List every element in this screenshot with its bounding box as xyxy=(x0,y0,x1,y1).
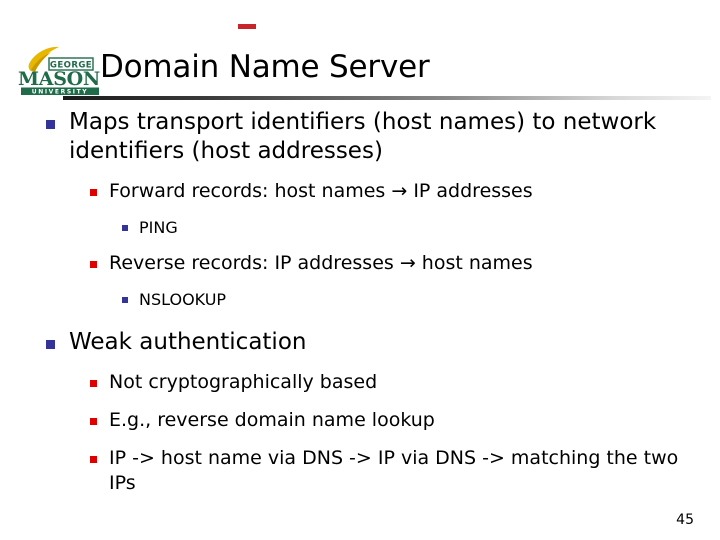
bullet-level3: PING xyxy=(0,217,720,238)
red-dash-accent xyxy=(238,24,256,29)
bullet-text: Forward records: host names → IP address… xyxy=(109,180,533,202)
bullet-square-icon xyxy=(90,418,97,425)
bullet-level2: Reverse records: IP addresses → host nam… xyxy=(0,251,720,276)
george-mason-university-logo: GEORGE MASON UNIVERSITY xyxy=(15,46,105,96)
svg-text:UNIVERSITY: UNIVERSITY xyxy=(32,88,88,95)
bullet-level3: NSLOOKUP xyxy=(0,289,720,310)
slide-title: Domain Name Server xyxy=(100,49,430,85)
bullet-square-icon xyxy=(90,261,97,268)
title-divider-rule xyxy=(63,96,711,100)
bullet-level2: IP -> host name via DNS -> IP via DNS ->… xyxy=(0,446,720,496)
bullet-level2: E.g., reverse domain name lookup xyxy=(0,408,720,433)
bullet-square-icon xyxy=(46,120,55,129)
bullet-text: Not cryptographically based xyxy=(109,371,378,393)
bullet-level1: Maps transport identifiers (host names) … xyxy=(0,108,720,166)
bullet-level2: Forward records: host names → IP address… xyxy=(0,179,720,204)
bullet-text: E.g., reverse domain name lookup xyxy=(109,409,435,431)
bullet-text: PING xyxy=(139,218,178,237)
slide-content: Maps transport identifiers (host names) … xyxy=(0,108,720,500)
bullet-level1: Weak authentication xyxy=(0,328,720,357)
bullet-text: Reverse records: IP addresses → host nam… xyxy=(109,252,533,274)
bullet-square-icon xyxy=(46,340,55,349)
bullet-text: IP -> host name via DNS -> IP via DNS ->… xyxy=(109,447,679,494)
svg-text:MASON: MASON xyxy=(18,68,100,90)
bullet-square-icon xyxy=(122,297,128,303)
bullet-level2: Not cryptographically based xyxy=(0,370,720,395)
bullet-text: Maps transport identifiers (host names) … xyxy=(69,109,657,164)
bullet-text: Weak authentication xyxy=(69,329,307,355)
bullet-square-icon xyxy=(90,380,97,387)
page-number: 45 xyxy=(676,512,694,528)
svg-text:GEORGE: GEORGE xyxy=(50,61,92,71)
bullet-square-icon xyxy=(122,225,128,231)
bullet-text: NSLOOKUP xyxy=(139,290,227,309)
bullet-square-icon xyxy=(90,456,97,463)
bullet-square-icon xyxy=(90,189,97,196)
